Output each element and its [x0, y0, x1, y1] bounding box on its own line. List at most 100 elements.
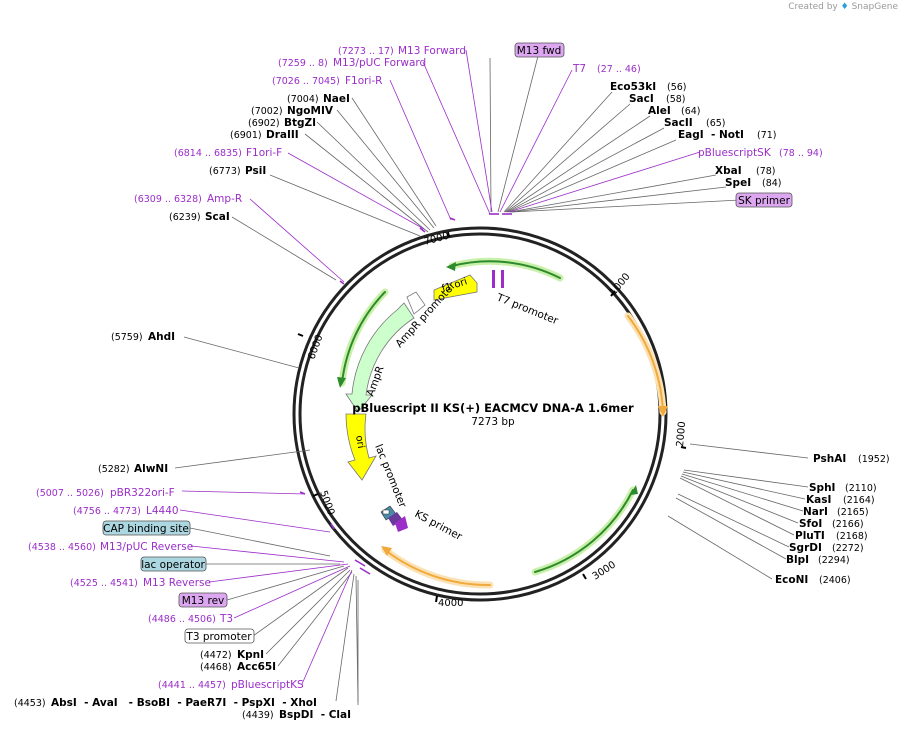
m13puc-forward-name: M13/pUC Forward	[333, 57, 426, 69]
m13puc-reverse-name: M13/pUC Reverse	[100, 541, 193, 553]
m13puc-forward-coord: (7259 .. 8)	[278, 58, 328, 69]
f1ori-f-name: F1ori-F	[246, 147, 282, 159]
eagi-noti-name: EagI - NotI	[678, 129, 744, 141]
sphi-name: SphI	[809, 482, 835, 494]
blpi-name: BlpI	[786, 554, 809, 566]
econi-coord: (2406)	[819, 575, 851, 586]
kasi-name: KasI	[806, 494, 831, 506]
l4440-coord: (4756 .. 4773)	[73, 506, 141, 517]
arc-right	[627, 315, 664, 413]
tick-3000: 3000	[591, 559, 618, 582]
t7-coord: (27 .. 46)	[597, 64, 641, 75]
ahdi-name: AhdI	[148, 331, 175, 343]
alwni-coord: (5282)	[98, 464, 130, 475]
sgrdi-coord: (2272)	[832, 543, 864, 554]
bottom1-coord: (4453)	[14, 698, 46, 709]
ori-label: ori	[353, 435, 366, 450]
f1ori-f-coord: (6814 .. 6835)	[174, 148, 242, 159]
nael-coord: (7004)	[287, 94, 319, 105]
arc-top	[451, 260, 561, 279]
acc65i-coord: (4468)	[200, 662, 232, 673]
tick-7000: 7000	[423, 231, 450, 248]
sfoi-name: SfoI	[799, 518, 822, 530]
m13-fwd-tag	[514, 42, 565, 58]
t7-name: T7	[572, 63, 586, 75]
ahdi-coord: (5759)	[111, 332, 143, 343]
eco53ki-name: Eco53kI	[610, 81, 656, 93]
sphi-coord: (2110)	[845, 483, 877, 494]
map-title: pBluescript II KS(+) EACMCV DNA-A 1.6mer	[352, 401, 634, 415]
arc-bottom-right	[534, 489, 634, 573]
sacii-coord: (65)	[706, 118, 726, 129]
lac-operator-text: lac operator	[141, 559, 205, 571]
t3-coord: (4486 .. 4506)	[148, 614, 216, 625]
arc-top-arrowhead	[446, 262, 456, 271]
tick-marks	[297, 231, 687, 603]
pshai-name: PshAI	[813, 453, 846, 465]
m13-reverse-coord: (4525 .. 4541)	[70, 578, 138, 589]
m13-fwd-tag-text: M13 fwd	[517, 45, 562, 57]
spei-name: SpeI	[725, 177, 751, 189]
saci-name: SacI	[629, 93, 654, 105]
pluti-name: PluTI	[795, 530, 825, 542]
xbai-coord: (78)	[756, 166, 776, 177]
backbone-inner	[298, 232, 662, 596]
kpni-coord: (4472)	[200, 650, 232, 661]
ampr-promoter-feature	[406, 291, 426, 315]
econi-name: EcoNI	[775, 574, 808, 586]
ngomiv-name: NgoMIV	[287, 105, 334, 117]
spei-coord: (84)	[762, 178, 782, 189]
bottom2-coord: (4439)	[242, 710, 274, 721]
acc65i-name: Acc65I	[237, 661, 276, 673]
psil-name: PsiI	[245, 165, 266, 177]
m13-forward-coord: (7273 .. 17)	[338, 46, 394, 57]
saci-coord: (58)	[666, 94, 686, 105]
t7-primer-mark	[492, 270, 495, 288]
psil-coord: (6773)	[209, 166, 241, 177]
t3-promoter-text: T3 promoter	[185, 631, 252, 643]
brand-text: SnapGene	[851, 2, 898, 12]
mcs-cluster	[380, 505, 408, 532]
btgzi-coord: (6902)	[248, 118, 280, 129]
sacii-name: SacII	[664, 117, 693, 129]
kpni-name: KpnI	[237, 649, 264, 661]
t3-promoter-tag	[184, 628, 255, 644]
arc-bottom-arrowhead	[381, 546, 392, 556]
pbluescriptsk-coord: (78 .. 94)	[779, 148, 823, 159]
scai-coord: (6239)	[169, 212, 201, 223]
lac-operator-tag	[140, 556, 207, 572]
kasi-coord: (2164)	[843, 495, 875, 506]
m13puc-reverse-coord: (4538 .. 4560)	[28, 542, 96, 553]
map-length: 7273 bp	[471, 416, 515, 428]
amp-r-coord: (6309 .. 6328)	[134, 194, 202, 205]
draiii-name: DraIII	[266, 129, 299, 141]
arc-bottom-right-arrowhead	[630, 485, 638, 495]
snapgene-logo-icon: ♦	[840, 2, 849, 12]
lac-promoter-label: lac promoter	[372, 443, 409, 510]
blpi-coord: (2294)	[818, 555, 850, 566]
t3-name: T3	[219, 613, 233, 625]
ngomiv-coord: (7002)	[251, 106, 283, 117]
arc-bottom	[384, 549, 491, 587]
amp-r-name: Amp-R	[207, 193, 242, 205]
tick-2000: 2000	[675, 421, 688, 447]
nari-name: NarI	[803, 506, 828, 518]
tick-5000: 5000	[317, 489, 336, 517]
sk-primer-tag	[735, 192, 793, 208]
nael-name: NaeI	[323, 93, 350, 105]
alei-name: AleI	[648, 105, 671, 117]
arc-right-arrowhead	[658, 406, 668, 417]
pluti-coord: (2168)	[836, 531, 868, 542]
l4440-name: L4440	[146, 505, 179, 517]
bottom2-names: BspDI - ClaI	[279, 709, 351, 721]
ks-primer-label: KS primer	[413, 508, 465, 543]
cap-site-tag	[102, 520, 191, 536]
t7-promoter-mark	[501, 270, 504, 288]
t7-promoter-label: T7 promoter	[494, 291, 560, 327]
backbone-outer	[292, 226, 668, 602]
sgrdi-name: SgrDI	[789, 542, 822, 554]
draiii-coord: (6901)	[230, 130, 262, 141]
ampr-feature	[345, 302, 415, 413]
sfoi-coord: (2166)	[832, 519, 864, 530]
